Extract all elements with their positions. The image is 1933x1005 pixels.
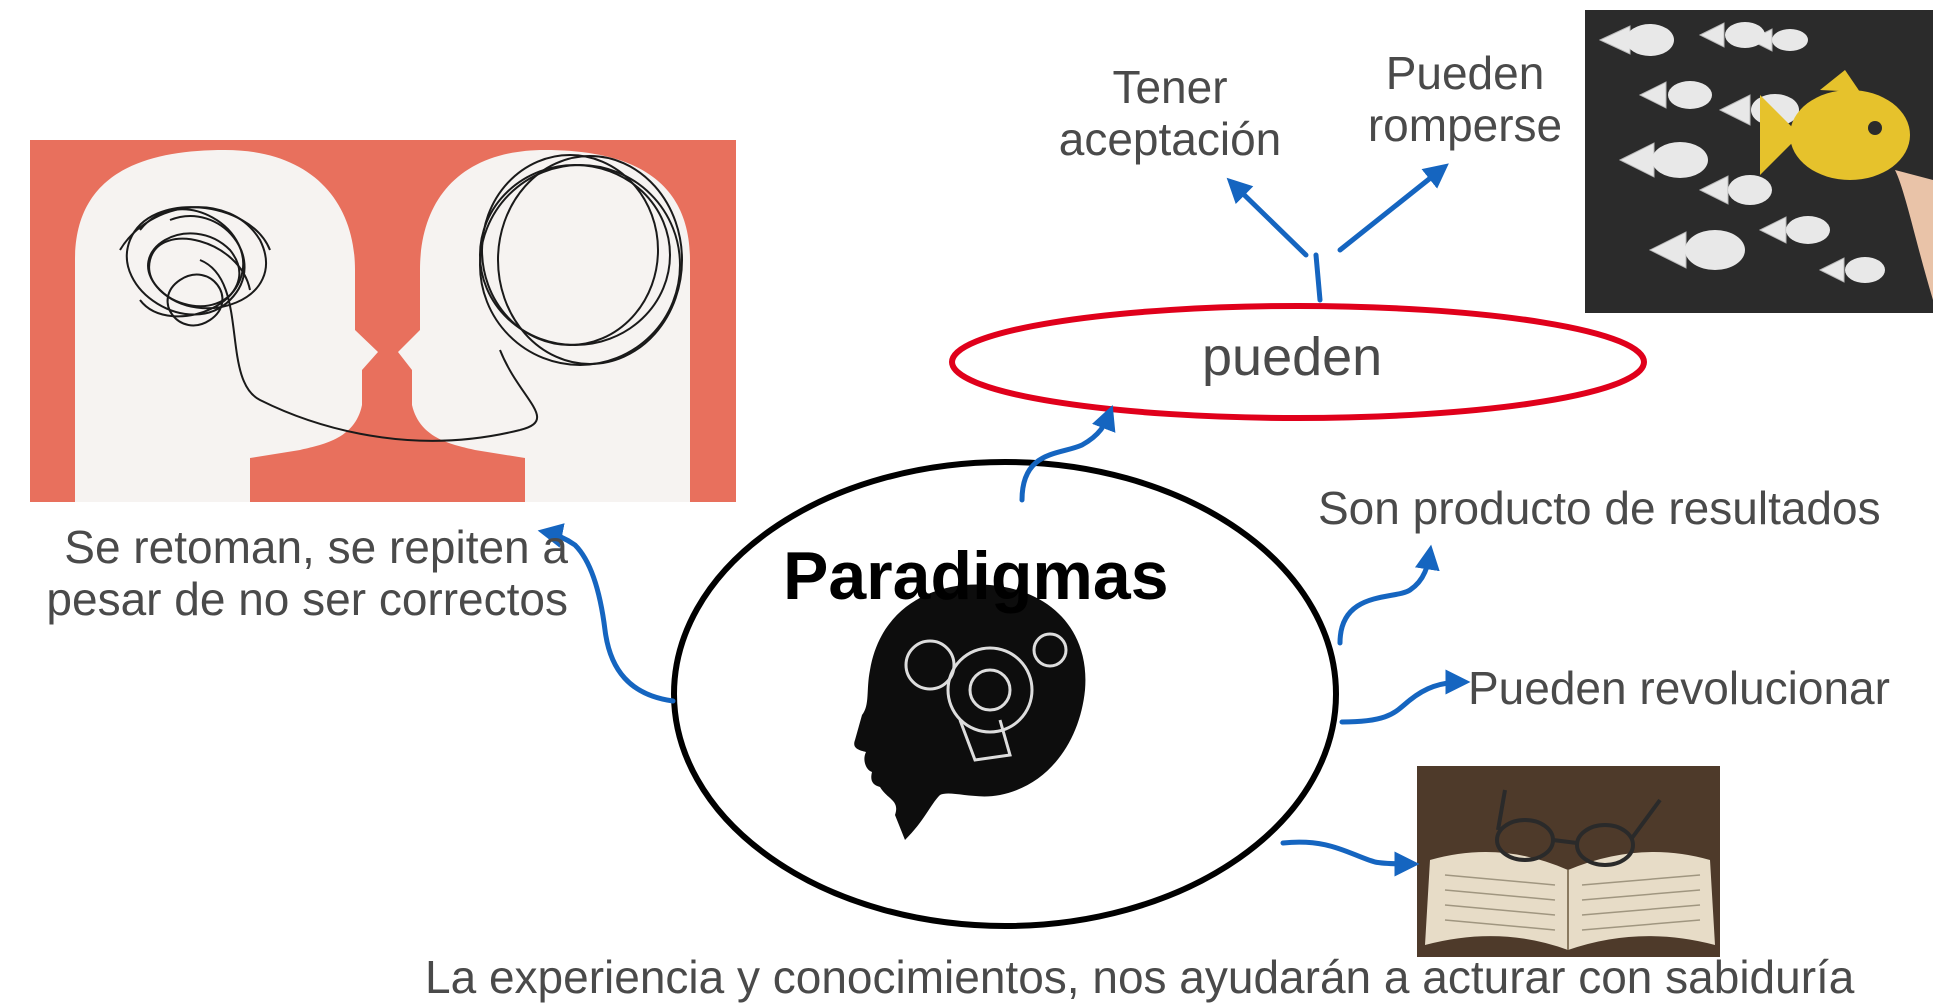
brain-gears-icon (854, 584, 1086, 840)
arrow-to-resultados (1337, 544, 1440, 646)
arrow-to-pueden (1019, 405, 1116, 503)
arrow-to-heads (537, 523, 676, 704)
pueden-oval (949, 303, 1647, 421)
se-retoman-label: Se retoman, se repiten a pesar de no ser… (46, 521, 568, 625)
tener-aceptacion-label: Tener aceptación (1058, 61, 1282, 165)
pueden-label: pueden (1202, 327, 1383, 387)
connector-line (1313, 252, 1323, 303)
arrow-to-romperse (1337, 163, 1449, 253)
central-title: Paradigmas (783, 538, 1169, 614)
pueden-romperse-label: Pueden romperse (1367, 47, 1563, 151)
arrow-to-book (1280, 839, 1420, 877)
book-image (1417, 766, 1720, 957)
experiencia-label: La experiencia y conocimientos, nos ayud… (425, 951, 1855, 1003)
revolucionar-label: Pueden revolucionar (1468, 662, 1890, 714)
resultados-label: Son producto de resultados (1318, 482, 1881, 534)
arrow-to-revolucionar (1339, 669, 1471, 725)
heads-image (30, 140, 736, 502)
fish-image (1585, 10, 1933, 313)
arrow-to-tener (1226, 177, 1309, 258)
